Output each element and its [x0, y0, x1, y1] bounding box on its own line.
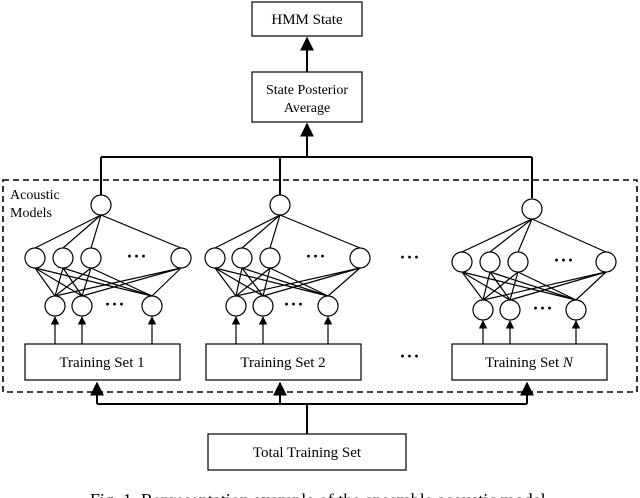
network-edge	[151, 267, 182, 297]
hidden-node	[52, 247, 74, 269]
network-edge	[214, 267, 237, 297]
network-edge	[62, 267, 83, 297]
input-node	[225, 295, 247, 317]
input-node	[565, 299, 587, 321]
hidden-node	[259, 247, 281, 269]
hidden-node	[479, 251, 501, 273]
acoustic-models: ··· ··· ··· ··· ··· ···	[24, 194, 617, 344]
hmm-state-label: HMM State	[271, 12, 343, 28]
network-edge	[90, 267, 153, 297]
network-edge	[461, 271, 511, 301]
network-edge	[262, 267, 361, 297]
hidden-node	[80, 247, 102, 269]
network-edge	[489, 218, 533, 253]
hidden-node	[24, 247, 46, 269]
input-node	[252, 295, 274, 317]
network-edge	[482, 271, 607, 301]
input-bus	[90, 381, 534, 434]
output-node	[90, 194, 112, 216]
network-edge	[279, 214, 361, 249]
training-set-box-1: Training Set 1	[24, 343, 181, 381]
input-layer-ellipsis: ···	[104, 294, 125, 314]
input-layer-ellipsis: ···	[532, 298, 553, 318]
acoustic-models-label-line1: Acoustic	[10, 188, 60, 203]
network-edge	[327, 267, 361, 297]
training-set-n-label: Training Set N	[485, 355, 574, 371]
network-edge	[100, 214, 182, 249]
input-node	[71, 295, 93, 317]
network-edge	[262, 267, 271, 297]
network-edge	[34, 214, 102, 249]
acoustic-models-group-border	[2, 179, 638, 393]
input-node	[499, 299, 521, 321]
posterior-label-line2: Average	[284, 101, 330, 116]
hidden-node	[204, 247, 226, 269]
network-edge	[509, 271, 519, 301]
network-edge	[214, 267, 329, 297]
training-sets-ellipsis: ···	[399, 346, 420, 366]
hidden-layer-ellipsis: ···	[553, 250, 574, 270]
hidden-node	[349, 247, 371, 269]
models-ellipsis: ···	[399, 247, 420, 267]
posterior-label-line1: State Posterior	[266, 83, 348, 98]
network-edge	[517, 271, 577, 301]
hidden-node	[170, 247, 192, 269]
network-edge	[214, 214, 281, 249]
network-edge	[531, 218, 607, 253]
network-edge	[269, 267, 329, 297]
hmm-state-box: HMM State	[251, 1, 363, 37]
input-node	[141, 295, 163, 317]
acoustic-models-label-line2: Models	[10, 206, 52, 221]
network-edge	[62, 214, 102, 249]
acoustic-model-2: ··· ···	[204, 194, 371, 344]
network-edge	[489, 271, 577, 301]
total-training-set-label: Total Training Set	[253, 445, 362, 461]
input-node	[317, 295, 339, 317]
network-edge	[461, 271, 577, 301]
hidden-node	[231, 247, 253, 269]
network-edge	[34, 267, 153, 297]
network-edge	[90, 214, 102, 249]
figure-caption: Fig. 1. Representation example of the en…	[90, 490, 550, 498]
output-bus	[100, 156, 533, 198]
network-edge	[241, 214, 281, 249]
hidden-layer-ellipsis: ···	[305, 246, 326, 266]
input-node	[472, 299, 494, 321]
network-edge	[34, 267, 56, 297]
network-edge	[269, 214, 281, 249]
network-edge	[81, 267, 92, 297]
network-edge	[509, 271, 607, 301]
hidden-node	[507, 251, 529, 273]
network-edge	[214, 267, 264, 297]
hidden-node	[595, 251, 617, 273]
output-node	[521, 198, 543, 220]
network-edge	[34, 267, 83, 297]
training-set-box-n: Training Set N	[451, 343, 608, 381]
network-edge	[575, 271, 607, 301]
input-layer-ellipsis: ···	[283, 294, 304, 314]
input-node	[44, 295, 66, 317]
total-training-set-box: Total Training Set	[207, 433, 407, 471]
state-posterior-average-box: State Posterior Average	[251, 71, 363, 123]
network-edge	[489, 271, 511, 301]
hidden-layer-ellipsis: ···	[126, 246, 147, 266]
network-edge	[241, 267, 264, 297]
output-node	[269, 194, 291, 216]
network-edge	[241, 267, 329, 297]
acoustic-model-3: ··· ···	[451, 198, 617, 344]
training-set-2-label: Training Set 2	[240, 355, 325, 371]
acoustic-model-1: ··· ···	[24, 194, 192, 344]
training-set-1-label: Training Set 1	[59, 355, 144, 371]
network-edge	[517, 218, 533, 253]
network-edge	[461, 271, 484, 301]
network-edge	[81, 267, 182, 297]
network-edge	[461, 218, 533, 253]
training-set-box-2: Training Set 2	[205, 343, 362, 381]
network-edge	[62, 267, 153, 297]
hidden-node	[451, 251, 473, 273]
network-edge	[54, 267, 182, 297]
